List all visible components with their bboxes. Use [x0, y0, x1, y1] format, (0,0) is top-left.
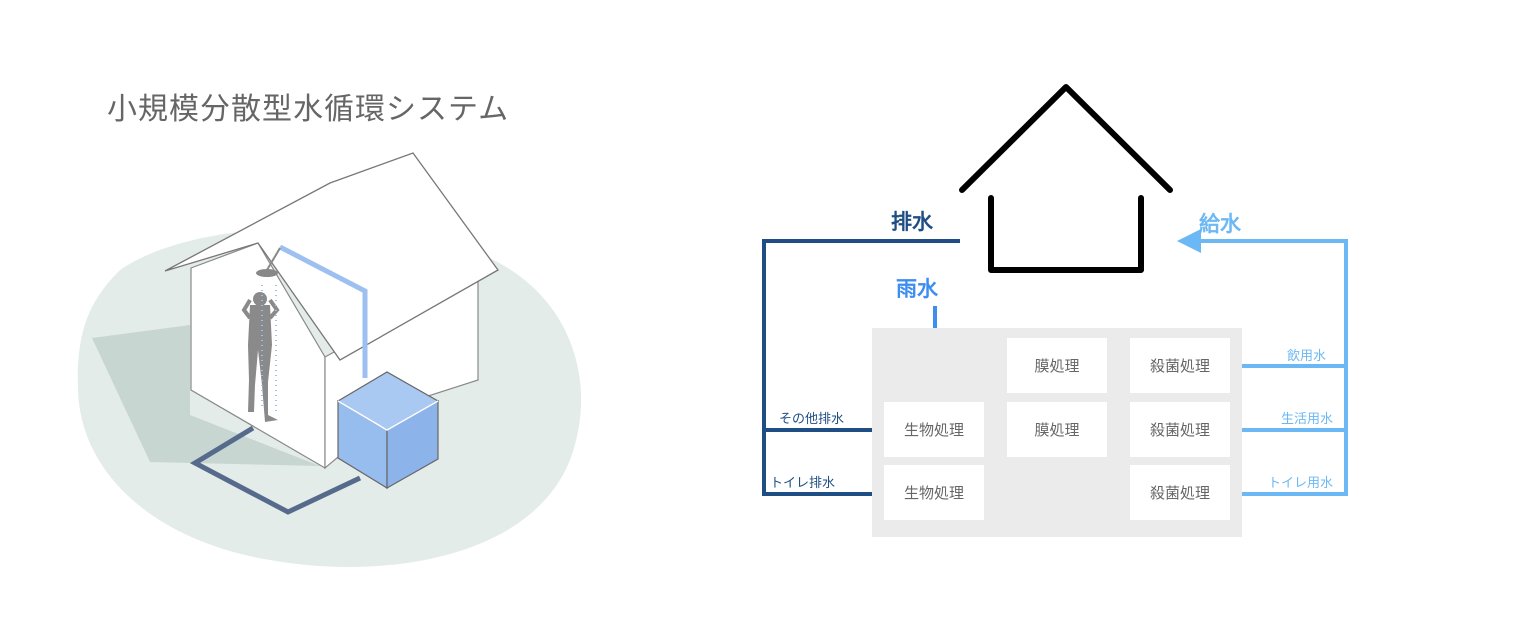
- drinking-water-label: 飲用水: [1287, 349, 1327, 364]
- sterilize-box-2: 殺菌処理: [1130, 402, 1230, 457]
- domestic-water-label: 生活用水: [1281, 412, 1334, 427]
- bio-box-3: 生物処理: [884, 465, 984, 520]
- toilet-drain-label: トイレ排水: [770, 476, 836, 491]
- drain-label: 排水: [891, 210, 933, 234]
- house-shadow: [92, 325, 320, 466]
- bio-box-2: 生物処理: [884, 402, 984, 457]
- sterilize-box-1: 殺菌処理: [1130, 338, 1230, 393]
- drain-pipe-icon: [189, 425, 362, 515]
- membrane-box-2: 膜処理: [1007, 402, 1107, 457]
- toilet-water-label: トイレ用水: [1268, 476, 1334, 491]
- house-outline-icon: [959, 84, 1173, 273]
- rain-label: 雨水: [896, 277, 938, 301]
- shower-icon: [256, 269, 278, 277]
- drain-lines: [762, 239, 960, 496]
- sterilize-box-3: 殺菌処理: [1130, 465, 1230, 520]
- roof: [164, 152, 499, 361]
- membrane-box-1: 膜処理: [1007, 338, 1107, 393]
- other-drain-label: その他排水: [779, 412, 845, 427]
- water-tank-icon: [336, 371, 440, 490]
- rain-pipe: [278, 244, 368, 378]
- page-title: 小規模分散型水循環システム: [107, 92, 510, 127]
- supply-label: 給水: [1199, 212, 1241, 236]
